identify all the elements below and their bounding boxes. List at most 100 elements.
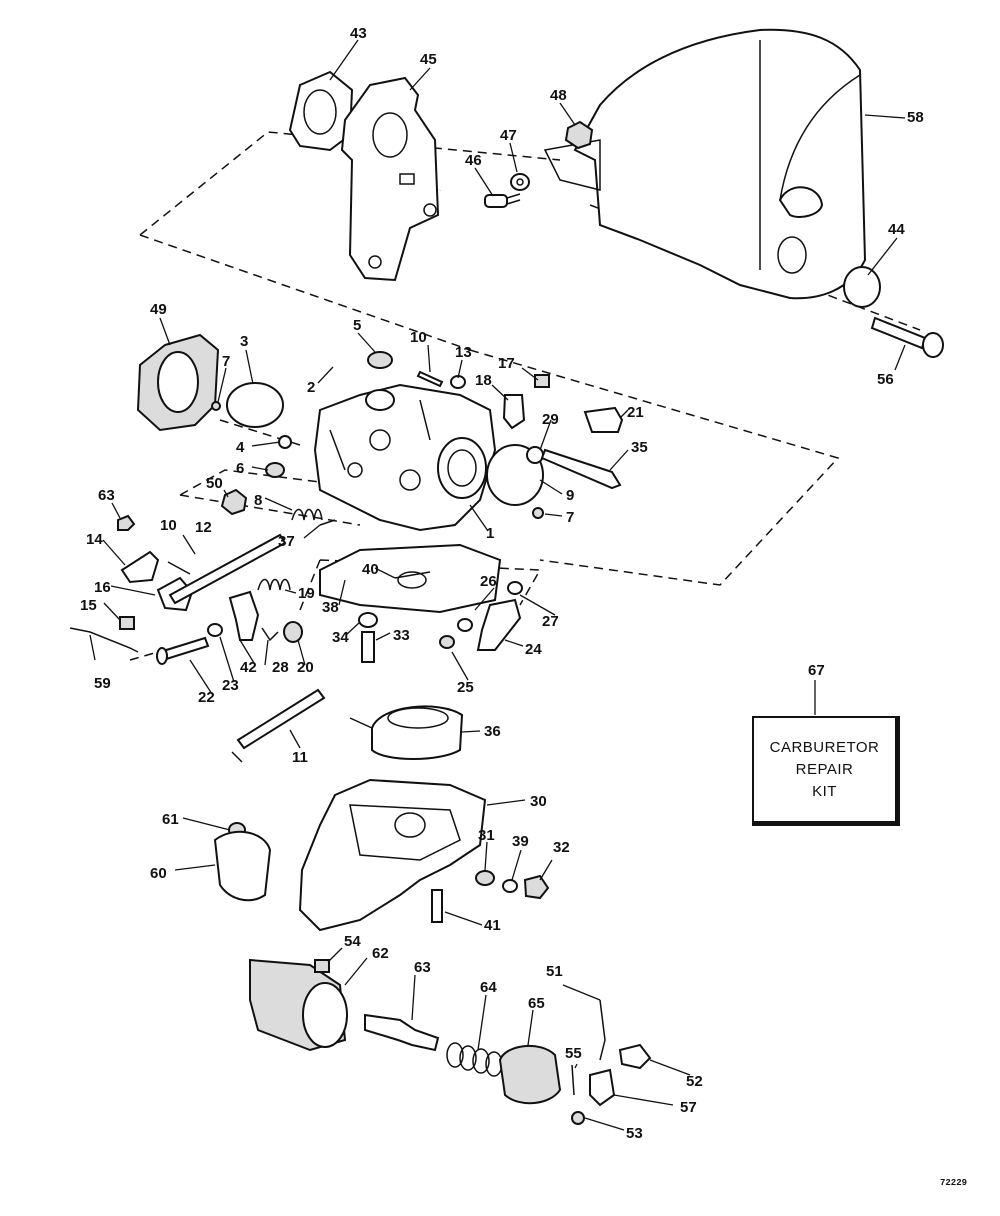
callout-59: 59 xyxy=(94,675,111,692)
bracket-42 xyxy=(228,590,260,641)
strap-60 xyxy=(213,830,272,902)
callout-17: 17 xyxy=(498,355,515,372)
callout-labels: 43 45 48 47 46 58 44 56 49 3 7 5 2 10 13… xyxy=(80,25,924,1142)
callout-3: 3 xyxy=(240,333,248,350)
callout-leaders xyxy=(89,39,906,1131)
callout-29: 29 xyxy=(542,411,559,428)
callout-39: 39 xyxy=(512,833,529,850)
callout-2: 2 xyxy=(307,379,315,396)
washer-39 xyxy=(502,879,518,893)
callout-24: 24 xyxy=(525,641,542,658)
spring-20 xyxy=(283,621,303,643)
callout-11: 11 xyxy=(292,749,308,766)
callout-22: 22 xyxy=(198,689,215,706)
callout-6: 6 xyxy=(236,460,244,477)
callout-14: 14 xyxy=(86,531,103,548)
callout-12: 12 xyxy=(195,519,212,536)
washer-47 xyxy=(510,173,530,191)
carburetor-body-1 xyxy=(313,383,497,532)
kit-label-line1: CARBURETOR xyxy=(769,738,880,756)
gasket-38 xyxy=(319,543,502,614)
callout-32: 32 xyxy=(553,839,570,856)
kit-label-line3: KIT xyxy=(812,782,837,800)
plug-5 xyxy=(367,351,393,369)
screw-31 xyxy=(475,870,495,886)
clip-28 xyxy=(261,627,279,642)
solenoid-62 xyxy=(249,958,348,1052)
pin-37 xyxy=(319,519,336,526)
flange-gasket-49 xyxy=(136,333,220,432)
spring-8 xyxy=(291,508,323,521)
jet-33 xyxy=(361,631,375,663)
needle-35 xyxy=(540,448,622,490)
pin-10 xyxy=(416,370,444,388)
callout-45: 45 xyxy=(420,51,437,68)
screw-54 xyxy=(314,959,330,973)
callout-58: 58 xyxy=(907,109,924,126)
callout-18: 18 xyxy=(475,372,492,389)
spring-64 xyxy=(446,1042,503,1077)
callout-15: 15 xyxy=(80,597,97,614)
callout-65: 65 xyxy=(528,995,545,1012)
float-36 xyxy=(349,705,464,760)
kit-callout-number: 67 xyxy=(808,662,825,679)
callout-20: 20 xyxy=(297,659,314,676)
callout-25: 25 xyxy=(457,679,474,696)
callout-19: 19 xyxy=(298,585,315,602)
callout-23: 23 xyxy=(222,677,239,694)
screw-22 xyxy=(156,636,210,665)
callout-52: 52 xyxy=(686,1073,703,1090)
callout-57: 57 xyxy=(680,1099,697,1116)
callout-55: 55 xyxy=(565,1045,582,1062)
callout-64: 64 xyxy=(480,979,497,996)
callout-66: 63 xyxy=(98,487,115,504)
callout-16: 16 xyxy=(94,579,111,596)
callout-26: 26 xyxy=(480,573,497,590)
callout-61: 61 xyxy=(162,811,179,828)
callout-63: 63 xyxy=(414,959,431,976)
washer-6 xyxy=(265,462,285,478)
callout-60: 60 xyxy=(150,865,167,882)
callout-46: 46 xyxy=(465,152,482,169)
link-51 xyxy=(599,999,606,1061)
washer-23 xyxy=(207,623,223,637)
callout-47: 47 xyxy=(500,127,517,144)
kit-label-line2: REPAIR xyxy=(795,760,854,778)
bracket-57 xyxy=(589,1068,616,1107)
bolt-56 xyxy=(870,316,944,358)
callout-28: 28 xyxy=(272,659,289,676)
callout-9: 9 xyxy=(566,487,574,504)
callout-7a: 7 xyxy=(222,353,230,370)
callout-35: 35 xyxy=(631,439,648,456)
screw-41 xyxy=(431,889,443,923)
callout-49: 49 xyxy=(150,301,167,318)
callout-1: 1 xyxy=(486,525,494,542)
lever-14 xyxy=(120,550,160,584)
callout-43: 43 xyxy=(350,25,367,42)
screw-7a xyxy=(211,401,221,411)
needle-40 xyxy=(394,571,431,579)
callout-38: 38 xyxy=(322,599,339,616)
screw-17 xyxy=(534,374,550,388)
pin-55 xyxy=(571,1064,575,1096)
float-bowl-30 xyxy=(298,778,487,932)
callout-37: 37 xyxy=(278,533,295,550)
callout-10b: 10 xyxy=(160,517,177,534)
cap-65 xyxy=(498,1044,562,1105)
callout-27: 27 xyxy=(542,613,559,630)
callout-34: 34 xyxy=(332,629,349,646)
callout-40: 40 xyxy=(362,561,379,578)
callout-62: 62 xyxy=(372,945,389,962)
callout-56: 56 xyxy=(877,371,894,388)
screw-53 xyxy=(571,1111,585,1125)
shaft-11 xyxy=(231,688,326,763)
callout-10a: 10 xyxy=(410,329,427,346)
callout-21: 21 xyxy=(627,404,644,421)
callout-4: 4 xyxy=(236,439,245,456)
nut-48 xyxy=(564,120,594,150)
spring-19 xyxy=(257,578,291,591)
callout-5: 5 xyxy=(353,317,361,334)
drawing-number: 72229 xyxy=(940,1178,968,1188)
callout-31: 31 xyxy=(478,827,495,844)
screw-66 xyxy=(117,514,136,531)
